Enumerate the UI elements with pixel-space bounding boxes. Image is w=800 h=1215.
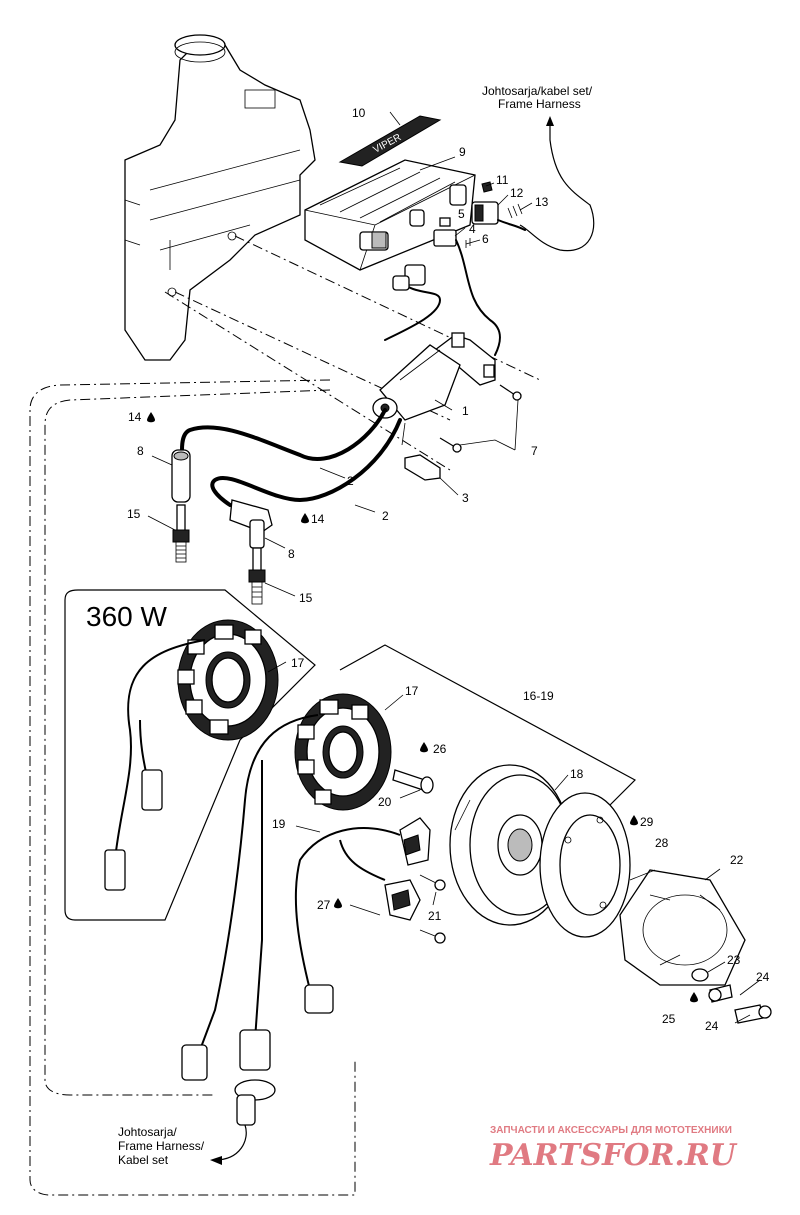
callout-12: 12 xyxy=(510,186,524,200)
callout-15a: 15 xyxy=(127,507,141,521)
callout-17a: 17 xyxy=(291,656,305,670)
spark-cap-right xyxy=(229,499,273,549)
starter-cup xyxy=(619,869,746,986)
variant-label: 360 W xyxy=(86,601,167,632)
ht-lead-2 xyxy=(210,418,402,507)
coil-connector xyxy=(404,264,426,286)
callout-14a: 14 xyxy=(128,410,142,424)
callout-22: 22 xyxy=(730,853,744,867)
callout-27: 27 xyxy=(317,898,331,912)
variant-box xyxy=(64,589,316,921)
screw-7a xyxy=(499,384,522,401)
oil-drop-icons xyxy=(147,412,698,1003)
trigger-connector xyxy=(304,984,334,1014)
spark-plug-right xyxy=(248,547,266,605)
watermark-brand: PARTSFOR.RU xyxy=(489,1138,738,1173)
harness-label-bottom-line1: Johtosarja/ xyxy=(118,1125,177,1139)
callout-28: 28 xyxy=(655,836,669,850)
bolt-24a xyxy=(708,984,733,1003)
callout-2a: 2 xyxy=(347,474,354,488)
boundary-line xyxy=(29,379,356,1196)
callout-26: 26 xyxy=(433,742,447,756)
frame-harness-wire-top xyxy=(519,120,595,252)
callout-29: 29 xyxy=(640,815,654,829)
callout-17b: 17 xyxy=(405,684,419,698)
stator-360w xyxy=(177,619,279,741)
stator-plug xyxy=(239,1029,271,1071)
harness-label-top-line1: Johtosarja/kabel set/ xyxy=(482,84,593,98)
callout-3: 3 xyxy=(462,491,469,505)
callout-7: 7 xyxy=(531,444,538,458)
callout-21: 21 xyxy=(428,909,442,923)
callout-1: 1 xyxy=(462,404,469,418)
callout-15b: 15 xyxy=(299,591,313,605)
watermark: ЗАПЧАСТИ И АКСЕССУАРЫ ДЛЯ МОТОТЕХНИКИ PA… xyxy=(489,1125,738,1173)
oil-drop-icon xyxy=(301,513,309,524)
harness-label-top-line2: Frame Harness xyxy=(498,97,581,111)
oil-drop-icon xyxy=(334,898,342,909)
callout-13: 13 xyxy=(535,195,549,209)
stator-harness xyxy=(199,714,319,1051)
callout-leaders xyxy=(147,111,761,1024)
bolt-24b xyxy=(734,1004,772,1024)
ring-gear xyxy=(539,792,631,938)
oil-tank xyxy=(124,34,316,361)
callout-24a: 24 xyxy=(756,970,770,984)
connector-group xyxy=(433,181,526,356)
cdi-module xyxy=(304,159,476,271)
oil-drop-icon xyxy=(147,412,155,423)
callout-11: 11 xyxy=(496,173,509,187)
stator-360w-connector-b xyxy=(104,849,126,891)
decal: VIPER xyxy=(338,115,442,167)
callout-23: 23 xyxy=(727,953,741,967)
callout-5: 5 xyxy=(458,207,465,221)
boundary-line-inner xyxy=(44,389,331,1096)
callout-19: 19 xyxy=(272,817,286,831)
stator xyxy=(294,693,392,811)
coil-bracket xyxy=(433,332,496,386)
callout-20: 20 xyxy=(378,795,392,809)
callout-9: 9 xyxy=(459,145,466,159)
callout-24b: 24 xyxy=(705,1019,719,1033)
callout-4: 4 xyxy=(469,222,476,236)
washer-23 xyxy=(691,968,709,982)
harness-label-bottom-line3: Kabel set xyxy=(118,1153,169,1167)
stator-360w-harness xyxy=(114,639,206,861)
screw-21b xyxy=(419,929,446,944)
stator-360w-connector-a xyxy=(141,769,163,811)
callout-25: 25 xyxy=(662,1012,676,1026)
oil-drop-icon xyxy=(630,815,638,826)
oil-drop-icon xyxy=(690,992,698,1003)
callout-10: 10 xyxy=(352,106,366,120)
ht-lead-1 xyxy=(180,408,387,461)
callout-14b: 14 xyxy=(311,512,325,526)
bolt-20 xyxy=(392,769,434,794)
callout-6: 6 xyxy=(482,232,489,246)
screw-21a xyxy=(419,874,446,891)
spark-cap-left xyxy=(171,449,191,503)
callout-2b: 2 xyxy=(382,509,389,523)
callout-8b: 8 xyxy=(288,547,295,561)
frame-harness-wire-bottom xyxy=(214,1124,247,1161)
coil-wire xyxy=(384,284,442,341)
callout-8a: 8 xyxy=(137,444,144,458)
group-bracket xyxy=(339,644,636,821)
trigger-coil-b xyxy=(384,879,421,921)
watermark-tagline: ЗАПЧАСТИ И АКСЕССУАРЫ ДЛЯ МОТОТЕХНИКИ xyxy=(490,1125,732,1136)
oil-drop-icon xyxy=(420,742,428,753)
spark-plug-left xyxy=(172,504,190,563)
stator-connector xyxy=(181,1044,208,1081)
trigger-harness xyxy=(294,827,401,991)
trigger-coil-a xyxy=(399,817,431,866)
callout-18: 18 xyxy=(570,767,584,781)
harness-label-bottom-line2: Frame Harness/ xyxy=(118,1139,205,1153)
screw-7b xyxy=(439,437,462,453)
callout-16-19: 16-19 xyxy=(523,689,554,703)
